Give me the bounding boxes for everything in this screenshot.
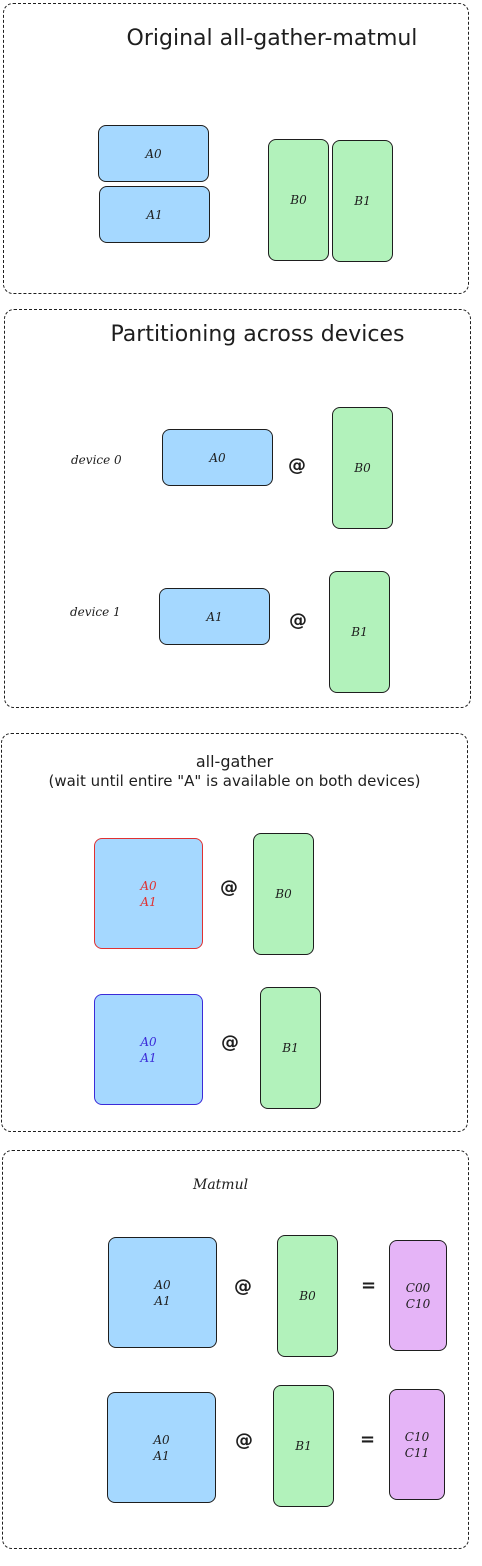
block-a-gathered-red: A0 A1 [94, 838, 203, 949]
matmul-operator: @ [288, 455, 306, 476]
block-label: A1 [140, 894, 157, 909]
panel-matmul: Matmul A0 A1 @ B0 = C00 C10 A0 A1 @ B1 =… [2, 1150, 469, 1549]
block-b0: B0 [253, 833, 314, 955]
block-label: A1 [140, 1050, 157, 1065]
block-label: A0 [209, 450, 226, 465]
block-a-full: A0 A1 [108, 1237, 217, 1348]
block-a0: A0 [98, 125, 209, 182]
equals-operator: = [361, 1275, 377, 1296]
equals-operator: = [360, 1429, 376, 1450]
panel-original: Original all-gather-matmul A0 A1 B0 B1 [3, 3, 469, 294]
block-label: B0 [290, 193, 307, 207]
block-a0: A0 [162, 429, 273, 486]
block-label: B1 [354, 194, 371, 208]
block-label: B1 [295, 1439, 312, 1453]
matmul-operator: @ [289, 610, 307, 631]
block-b1: B1 [273, 1385, 334, 1507]
block-label: B0 [275, 887, 292, 901]
block-label: B0 [354, 461, 371, 475]
block-c-result-1: C10 C11 [389, 1389, 445, 1500]
block-b1: B1 [329, 571, 390, 693]
block-label: C10 [405, 1296, 431, 1311]
block-b0: B0 [268, 139, 329, 261]
block-label: A0 [153, 1432, 170, 1447]
panel-all-gather: all-gather (wait until entire "A" is ava… [1, 733, 468, 1132]
panel-partitioning: Partitioning across devices device 0 A0 … [4, 309, 471, 708]
block-label: A0 [145, 146, 162, 161]
block-b0: B0 [277, 1235, 338, 1357]
block-a-full: A0 A1 [107, 1392, 216, 1503]
matmul-operator: @ [235, 1430, 253, 1451]
matmul-operator: @ [220, 877, 238, 898]
block-b1: B1 [260, 987, 321, 1109]
block-label: B0 [299, 1289, 316, 1303]
panel-matmul-title: Matmul [193, 1177, 249, 1193]
block-label: A0 [140, 1034, 157, 1049]
block-a1: A1 [159, 588, 270, 645]
panel-original-title: Original all-gather-matmul [126, 26, 418, 51]
block-label: C11 [404, 1445, 430, 1460]
block-label: A0 [140, 878, 157, 893]
block-label: A1 [153, 1448, 170, 1463]
block-b1: B1 [332, 140, 393, 262]
block-label: C10 [404, 1429, 430, 1444]
panel-partitioning-title: Partitioning across devices [110, 322, 405, 347]
device-0-label: device 0 [71, 453, 122, 467]
block-c-result-0: C00 C10 [389, 1240, 447, 1351]
block-a-gathered-blue: A0 A1 [94, 994, 203, 1105]
block-label: C00 [405, 1280, 431, 1295]
block-label: A1 [206, 609, 223, 624]
panel-all-gather-subtitle: (wait until entire "A" is available on b… [48, 772, 421, 790]
block-label: A1 [146, 207, 163, 222]
matmul-operator: @ [221, 1032, 239, 1053]
panel-all-gather-title: all-gather [195, 752, 274, 771]
block-label: B1 [351, 625, 368, 639]
block-label: B1 [282, 1041, 299, 1055]
block-label: A1 [154, 1293, 171, 1308]
block-b0: B0 [332, 407, 393, 529]
device-1-label: device 1 [70, 605, 121, 619]
matmul-operator: @ [234, 1276, 252, 1297]
block-label: A0 [154, 1277, 171, 1292]
block-a1: A1 [99, 186, 210, 243]
